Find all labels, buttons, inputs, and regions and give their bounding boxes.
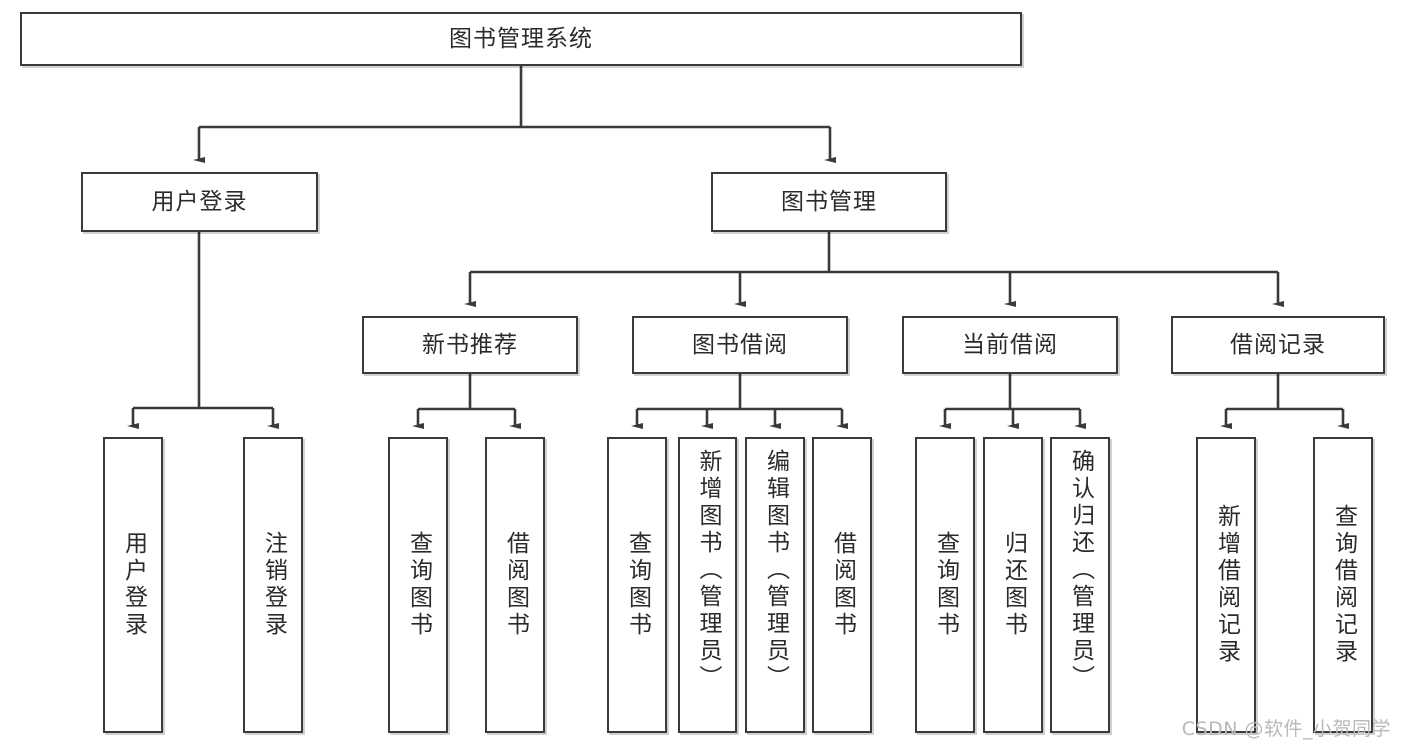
- leaf-query-borrow-record[interactable]: 查询借阅记录: [1313, 437, 1373, 733]
- leaf-add-borrow-record[interactable]: 新增借阅记录: [1196, 437, 1256, 733]
- leaf-add-book-admin[interactable]: 新增图书（管理员）: [678, 437, 737, 733]
- leaf-query-book-borrow[interactable]: 查询图书: [607, 437, 667, 733]
- node-label: 查询图书: [624, 531, 651, 639]
- leaf-query-book-recommend[interactable]: 查询图书: [388, 437, 448, 733]
- node-label: 图书管理: [781, 188, 877, 215]
- node-book-manage[interactable]: 图书管理: [711, 172, 947, 232]
- node-new-book-recommend[interactable]: 新书推荐: [362, 316, 578, 374]
- leaf-return-book[interactable]: 归还图书: [983, 437, 1043, 733]
- node-label: 查询图书: [932, 531, 959, 639]
- node-label: 借阅记录: [1230, 331, 1326, 358]
- leaf-borrow-book-recommend[interactable]: 借阅图书: [485, 437, 545, 733]
- node-label: 新书推荐: [422, 331, 518, 358]
- node-user-login[interactable]: 用户登录: [81, 172, 318, 232]
- node-root-system[interactable]: 图书管理系统: [20, 12, 1022, 66]
- node-label: 借阅图书: [502, 531, 529, 639]
- leaf-query-book-current[interactable]: 查询图书: [915, 437, 975, 733]
- node-label: 注销登录: [260, 531, 287, 639]
- csdn-watermark: CSDN @软件_小贺同学: [1181, 718, 1391, 740]
- leaf-edit-book-admin[interactable]: 编辑图书（管理员）: [745, 437, 805, 733]
- node-label: 当前借阅: [962, 331, 1058, 358]
- node-label: 新增图书（管理员）: [695, 449, 721, 692]
- node-current-borrow[interactable]: 当前借阅: [902, 316, 1118, 374]
- node-borrow-record[interactable]: 借阅记录: [1171, 316, 1385, 374]
- node-label: 借阅图书: [829, 531, 856, 639]
- node-label: 图书借阅: [692, 331, 788, 358]
- node-label: 查询借阅记录: [1330, 504, 1357, 666]
- leaf-user-login[interactable]: 用户登录: [103, 437, 163, 733]
- node-label: 用户登录: [120, 531, 147, 639]
- node-book-borrow[interactable]: 图书借阅: [632, 316, 848, 374]
- leaf-borrow-book-borrow[interactable]: 借阅图书: [812, 437, 872, 733]
- node-label: 编辑图书（管理员）: [762, 449, 789, 692]
- node-label: 归还图书: [1000, 531, 1027, 639]
- node-label: 图书管理系统: [449, 25, 593, 52]
- leaf-user-logout[interactable]: 注销登录: [243, 437, 303, 733]
- node-label: 新增借阅记录: [1213, 504, 1240, 666]
- leaf-confirm-return-admin[interactable]: 确认归还（管理员）: [1050, 437, 1110, 733]
- node-label: 查询图书: [405, 531, 432, 639]
- node-label: 确认归还（管理员）: [1067, 449, 1094, 692]
- node-label: 用户登录: [151, 188, 248, 215]
